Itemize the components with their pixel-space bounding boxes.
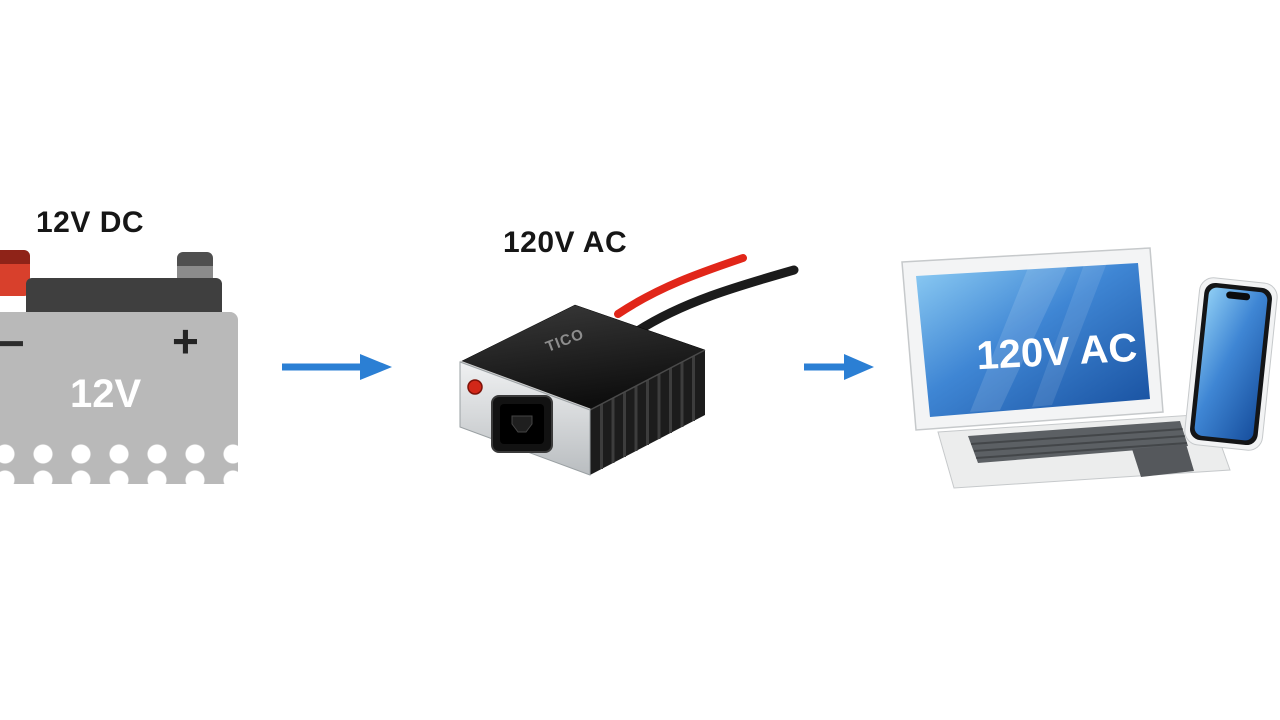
laptop-trackpad (1132, 444, 1194, 477)
vent-face-top-edge (589, 349, 706, 411)
minus-sign: − (0, 317, 25, 369)
phone-notch (1226, 291, 1251, 301)
arrow-head (360, 354, 392, 380)
battery-body: − + 12V (0, 312, 238, 490)
keyboard-key-rows (970, 428, 1188, 459)
power-led-button (467, 379, 483, 395)
laptop-screen (916, 263, 1150, 417)
cable-black (631, 265, 799, 337)
phone-screen (1194, 287, 1268, 441)
laptop-keyboard (968, 421, 1188, 463)
battery-negative-terminal (0, 250, 30, 296)
battery-voltage-label: 12V DC (36, 206, 145, 239)
screen-light-streak (970, 261, 1070, 412)
smartphone (1184, 277, 1278, 451)
arrow-right-icon (282, 354, 392, 380)
inverter-voltage-label: 120V AC (503, 226, 628, 259)
outlet-hole-shape (511, 415, 533, 433)
vent-slats (600, 356, 695, 469)
power-inverter-illustration: TICO (459, 254, 799, 476)
arrow-head (844, 354, 874, 380)
screen-light-streak (1032, 260, 1108, 407)
battery-top-cap (26, 278, 222, 314)
battery-cell-scallops-top (0, 444, 238, 464)
arrow-right-icon (804, 354, 874, 380)
battery-body-voltage: 12V (70, 372, 142, 416)
screen-voltage-text: 120V AC (975, 326, 1138, 378)
cable-red (614, 254, 747, 318)
devices-illustration: 120V AC (901, 247, 1278, 489)
battery-cell-scallops-bottom (0, 470, 238, 490)
plus-sign: + (172, 315, 199, 367)
